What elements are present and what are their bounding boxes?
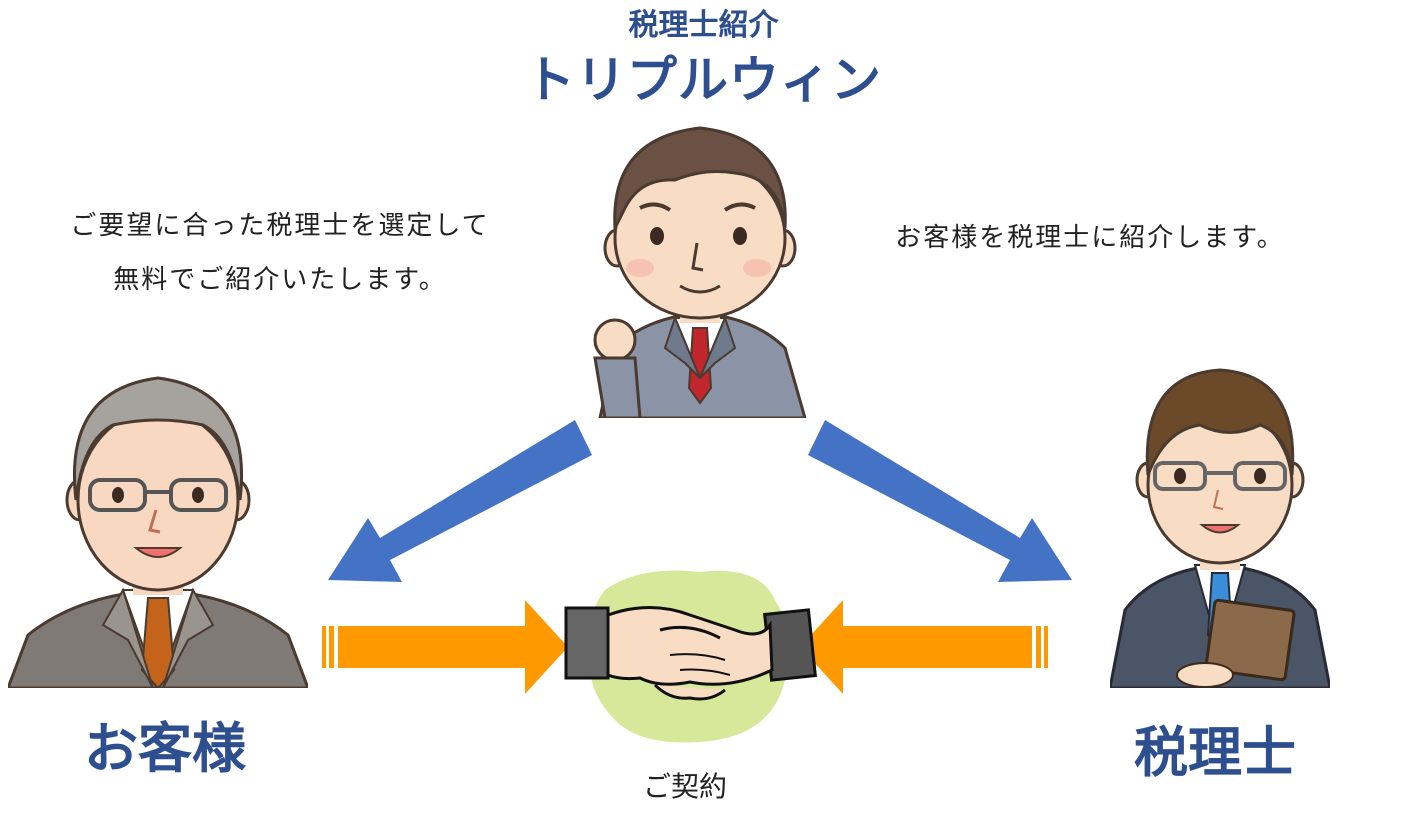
arrow-accountant-to-contract bbox=[800, 600, 1048, 694]
accountant-description: お客様を税理士に紹介します。 bbox=[895, 223, 1285, 253]
arrow-intermediary-to-accountant bbox=[808, 420, 1072, 582]
accountant-label: 税理士 bbox=[1134, 721, 1296, 784]
client-label: お客様 bbox=[84, 717, 246, 780]
header-title: トリプルウィン bbox=[525, 51, 882, 109]
arrow-client-to-contract bbox=[322, 600, 568, 694]
contract-label: ご契約 bbox=[642, 770, 727, 803]
client-description-line1: ご要望に合った税理士を選定して bbox=[70, 211, 490, 241]
arrow-intermediary-to-client bbox=[328, 420, 592, 582]
intermediary-illustration bbox=[593, 126, 807, 418]
accountant-illustration bbox=[1110, 368, 1330, 688]
client-illustration bbox=[8, 376, 308, 688]
handshake-icon bbox=[564, 570, 817, 743]
header-subtitle: 税理士紹介 bbox=[628, 8, 779, 43]
client-description-line2: 無料でご紹介いたします。 bbox=[113, 265, 447, 295]
